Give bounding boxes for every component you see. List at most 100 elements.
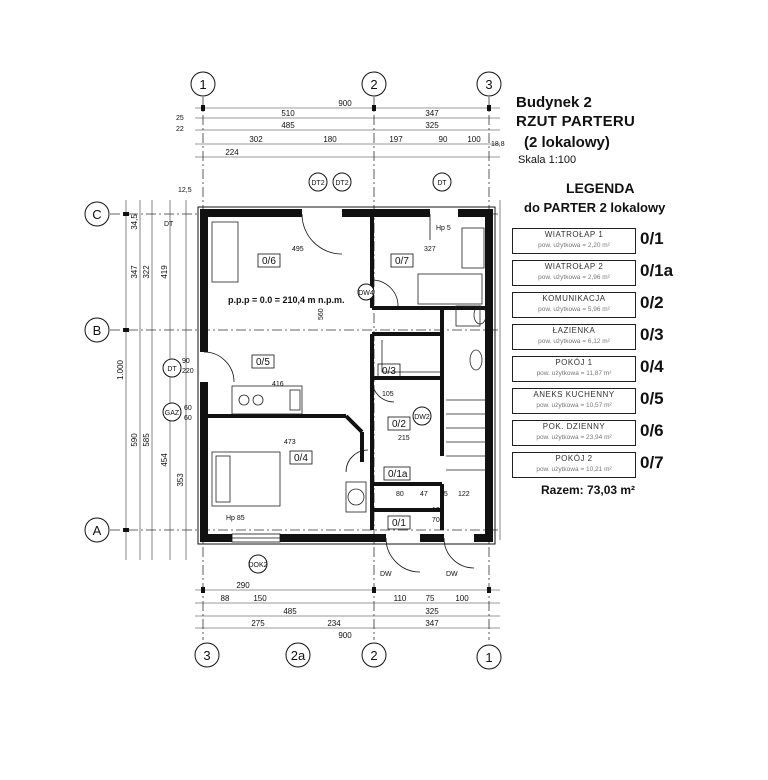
legend-box: ANEKS KUCHENNY pow. użytkowa = 10,57 m² <box>512 388 636 414</box>
legend-room-area: pow. użytkowa = 5,96 m² <box>538 306 610 313</box>
outer-walls <box>197 206 496 545</box>
svg-text:DT: DT <box>164 221 174 228</box>
legend-room-code: 0/1a <box>640 261 674 280</box>
svg-text:DW: DW <box>380 571 392 578</box>
legend-room-area: pow. użytkowa = 10,21 m² <box>536 466 612 473</box>
svg-text:110: 110 <box>394 594 407 603</box>
svg-text:416: 416 <box>272 381 284 388</box>
legend-row: POKÓJ 2 pow. użytkowa = 10,21 m² 0/7 <box>512 450 674 480</box>
svg-text:900: 900 <box>338 631 352 640</box>
legend-row: WIATROŁAP 2 pow. użytkowa = 2,96 m² 0/1a <box>512 258 674 288</box>
svg-text:Hp 85: Hp 85 <box>226 515 245 522</box>
legend-room-area: pow. użytkowa = 11,87 m² <box>536 370 612 377</box>
svg-text:275: 275 <box>251 619 265 628</box>
axis-bottom-1: 1 <box>485 650 492 665</box>
legend-room-name: ŁAZIENKA <box>552 326 596 335</box>
svg-text:347: 347 <box>130 265 139 279</box>
svg-text:327: 327 <box>424 246 436 253</box>
svg-text:234: 234 <box>327 619 341 628</box>
svg-text:215: 215 <box>398 435 410 442</box>
svg-text:90: 90 <box>182 358 190 365</box>
svg-text:100: 100 <box>455 594 469 603</box>
svg-text:120: 120 <box>432 507 444 514</box>
axis-bottom-2: 2 <box>370 648 377 663</box>
legend-room-area: pow. użytkowa = 6,12 m² <box>538 338 610 345</box>
svg-text:150: 150 <box>253 594 267 603</box>
room-labels: 0/6 0/7 0/5 0/4 0/3 0/2 0/1 0/1a <box>256 256 409 529</box>
svg-text:100: 100 <box>467 135 481 144</box>
legend-room-code: 0/3 <box>640 325 664 344</box>
svg-text:60: 60 <box>184 415 192 422</box>
legend-box: POKÓJ 1 pow. użytkowa = 11,87 m² <box>512 356 636 382</box>
svg-text:22: 22 <box>176 126 184 133</box>
axis-bottom-2a: 2a <box>291 648 306 663</box>
axis-left-B: B <box>93 323 102 338</box>
legend-box: POKÓJ 2 pow. użytkowa = 10,21 m² <box>512 452 636 478</box>
legend-room-code: 0/4 <box>640 357 664 376</box>
dimension-lines <box>125 107 501 629</box>
legend-box: WIATROŁAP 1 pow. użytkowa = 2,20 m² <box>512 228 636 254</box>
level-note: p.p.p = 0.0 = 210,4 m n.p.m. <box>228 295 345 305</box>
svg-text:180: 180 <box>323 135 337 144</box>
svg-text:12,5: 12,5 <box>178 187 192 194</box>
legend-total-area: Razem: 73,03 m² <box>541 483 636 497</box>
svg-text:DW: DW <box>446 571 458 578</box>
svg-text:220: 220 <box>182 368 194 375</box>
svg-text:347: 347 <box>425 619 439 628</box>
svg-text:18,8: 18,8 <box>491 141 505 148</box>
legend-box: POK. DZIENNY pow. użytkowa = 23,94 m² <box>512 420 636 446</box>
svg-text:35: 35 <box>440 491 448 498</box>
legend-room-code: 0/7 <box>640 453 664 472</box>
legend-room-code: 0/2 <box>640 293 664 312</box>
doors <box>200 209 475 573</box>
legend-row: KOMUNIKACJA pow. użytkowa = 5,96 m² 0/2 <box>512 290 674 320</box>
drawing-title: RZUT PARTERU <box>516 113 636 130</box>
svg-text:DT: DT <box>167 366 177 373</box>
svg-text:GAZ: GAZ <box>165 410 180 417</box>
room-label-01a: 0/1a <box>388 469 408 480</box>
legend-room-name: POKÓJ 1 <box>555 358 593 367</box>
svg-text:197: 197 <box>389 135 403 144</box>
svg-text:122: 122 <box>458 491 470 498</box>
room-label-06: 0/6 <box>262 256 276 267</box>
svg-text:75: 75 <box>426 594 435 603</box>
legend-room-code: 0/5 <box>640 389 664 408</box>
axis-bottom-3: 3 <box>203 648 210 663</box>
legend-room-name: ANEKS KUCHENNY <box>533 390 615 399</box>
svg-text:560: 560 <box>318 308 325 320</box>
svg-text:325: 325 <box>425 607 439 616</box>
legend-room-code: 0/6 <box>640 421 664 440</box>
svg-text:80: 80 <box>396 491 404 498</box>
svg-text:590: 590 <box>130 433 139 447</box>
svg-text:347: 347 <box>425 109 439 118</box>
axis-markers: 1 2 3 3 2a 2 1 C B A <box>84 71 502 670</box>
svg-text:485: 485 <box>281 121 295 130</box>
legend-box: KOMUNIKACJA pow. użytkowa = 5,96 m² <box>512 292 636 318</box>
legend-subtitle: do PARTER 2 lokalowy <box>524 200 666 215</box>
svg-text:585: 585 <box>142 433 151 447</box>
svg-text:353: 353 <box>176 473 185 487</box>
drawing-subtitle: (2 lokalowy) <box>524 134 610 151</box>
svg-text:88: 88 <box>221 594 230 603</box>
legend-room-area: pow. użytkowa = 2,96 m² <box>538 274 610 281</box>
legend-room-area: pow. użytkowa = 10,57 m² <box>536 402 612 409</box>
drawing-scale: Skala 1:100 <box>518 154 577 166</box>
svg-text:DW4: DW4 <box>358 290 374 297</box>
svg-text:DT2: DT2 <box>311 180 324 187</box>
interior-walls <box>204 214 489 530</box>
dimension-texts-bottom: 290 150 110 75 100 88 485 325 275 234 34… <box>221 581 470 640</box>
svg-text:DT: DT <box>437 180 447 187</box>
svg-text:DT2: DT2 <box>335 180 348 187</box>
legend-room-name: WIATROŁAP 2 <box>544 262 604 271</box>
legend-room-name: POKÓJ 2 <box>555 454 593 463</box>
svg-text:322: 322 <box>142 265 151 279</box>
room-label-01: 0/1 <box>392 518 406 529</box>
svg-text:419: 419 <box>160 265 169 279</box>
legend-room-area: pow. użytkowa = 23,94 m² <box>536 434 612 441</box>
legend-room-name: WIATROŁAP 1 <box>544 230 604 239</box>
legend-title: LEGENDA <box>566 180 635 196</box>
furniture <box>211 221 487 513</box>
room-label-04: 0/4 <box>294 453 308 464</box>
svg-text:473: 473 <box>284 439 296 446</box>
svg-text:90: 90 <box>439 135 448 144</box>
